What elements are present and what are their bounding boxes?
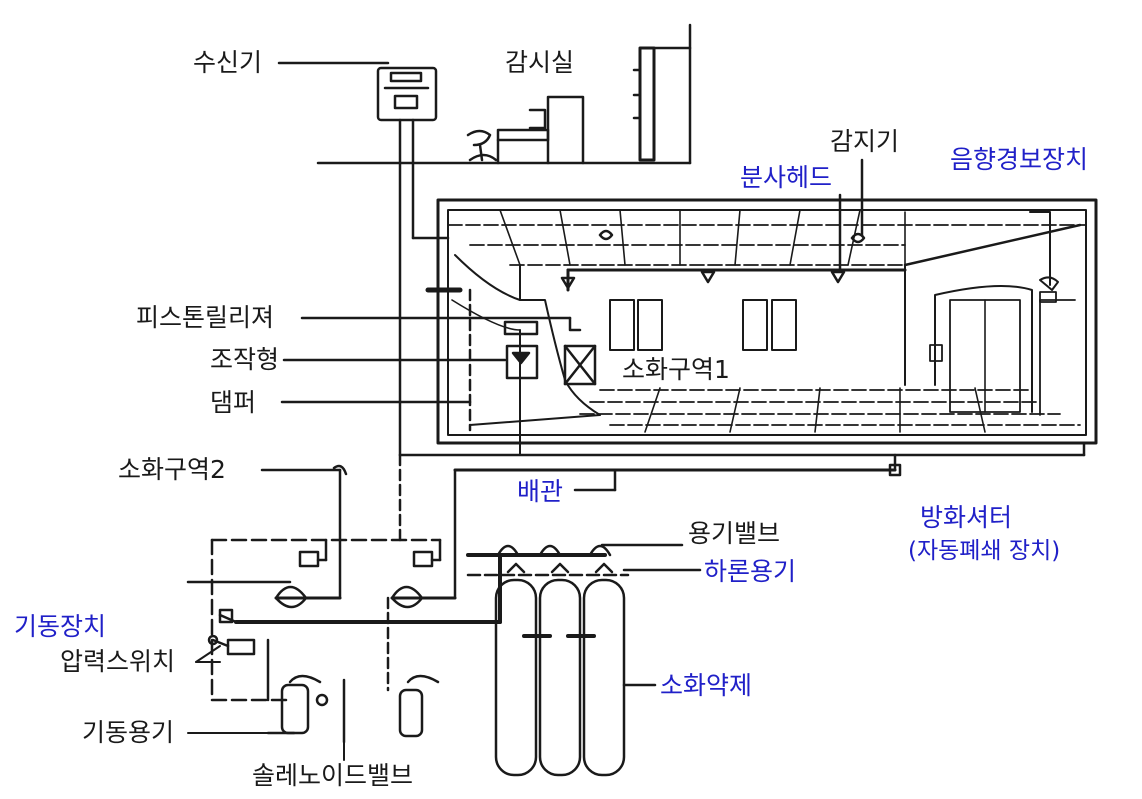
label-damper: 댐퍼 [210, 388, 257, 417]
zone1-controls [280, 287, 597, 432]
spray-head-line [560, 158, 1059, 303]
label-piston-releaser: 피스톤릴리져 [136, 303, 275, 332]
label-actuator: 기동장치 [14, 612, 107, 641]
label-manual-station: 조작형 [210, 345, 280, 374]
label-receiver: 수신기 [193, 48, 263, 77]
room-piping [260, 329, 1086, 600]
leaders [187, 645, 345, 761]
label-fire-shutter: 방화셔터 [920, 503, 1013, 532]
label-spray-head: 분사헤드 [740, 163, 833, 192]
label-start-container: 기동용기 [82, 718, 175, 747]
label-fire-shutter-note: (자동폐쇄 장치) [908, 538, 1061, 564]
label-agent: 소화약제 [660, 671, 753, 700]
receiver-panel [277, 61, 450, 457]
label-zone2: 소화구역2 [118, 455, 226, 484]
halon-bank [466, 543, 702, 777]
label-acoustic-alarm: 음향경보장치 [950, 145, 1089, 174]
control-room [316, 23, 692, 165]
zone1-room [436, 198, 1098, 445]
label-detector: 감지기 [830, 127, 900, 156]
label-pressure-switch: 압력스위치 [60, 647, 176, 676]
label-piping: 배관 [517, 477, 564, 506]
actuator-area [186, 453, 502, 744]
label-halon-container: 하론용기 [704, 557, 797, 586]
label-solenoid-valve: 솔레노이드밸브 [252, 761, 414, 790]
label-container-valve: 용기밸브 [688, 519, 781, 548]
label-zone1: 소화구역1 [622, 355, 730, 384]
label-control-room: 감시실 [505, 48, 575, 77]
